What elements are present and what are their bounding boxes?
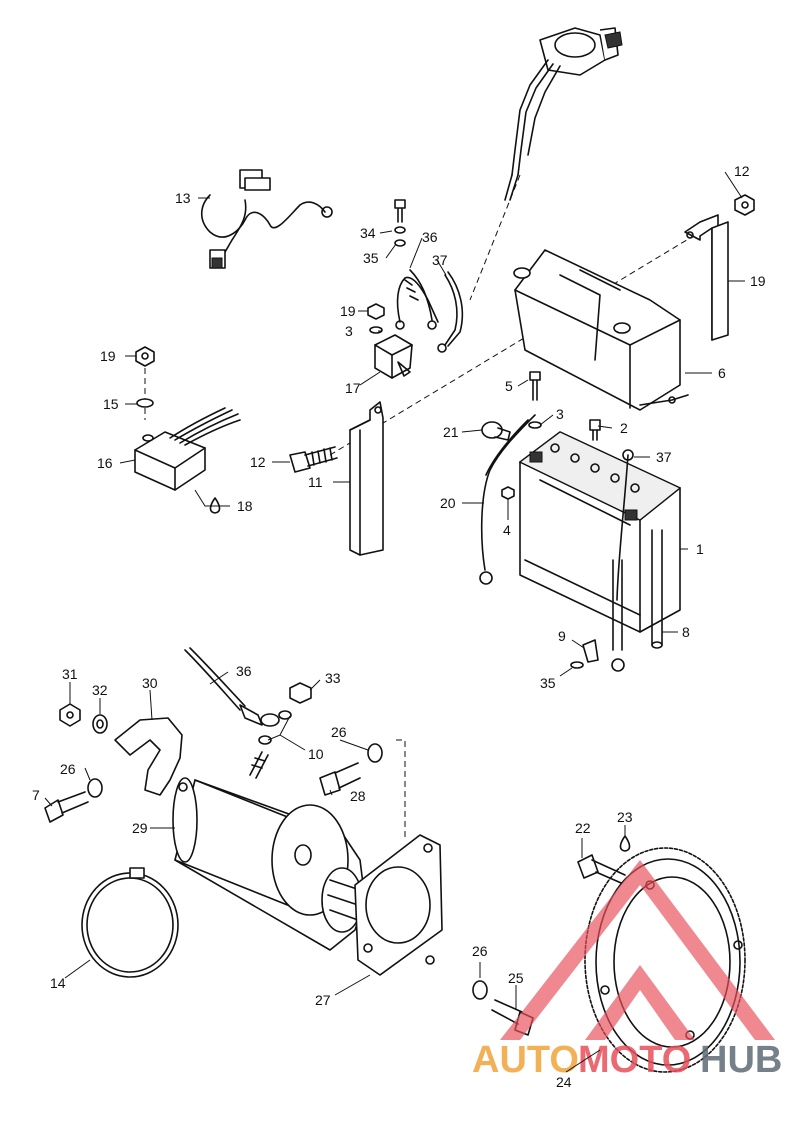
starter-motor [172,751,366,951]
washer-26-top [367,743,383,763]
flywheel-bolt [577,835,631,887]
callout-4: 4 [503,522,511,538]
leader-lines [44,171,745,1073]
callout-37-upper: 37 [432,252,448,268]
callout-9: 9 [558,628,566,644]
callout-22: 22 [575,820,591,836]
screw-5 [528,371,542,429]
callout-11: 11 [308,474,323,490]
callout-17: 17 [345,380,361,396]
callout-10: 10 [308,746,324,762]
callout-3-right: 3 [556,406,564,422]
callout-7: 7 [32,787,40,803]
callout-14: 14 [50,975,66,991]
positive-cable [611,449,634,672]
callout-32: 32 [92,682,108,698]
callout-35-upper: 35 [363,250,379,266]
callout-36-lower: 36 [236,663,252,679]
terminal-bolt-2 [589,419,601,441]
bolt-34-stack [394,199,406,247]
battery-box [513,249,689,411]
callout-16: 16 [97,455,113,471]
callout-23: 23 [617,809,633,825]
callout-24: 24 [556,1074,572,1090]
battery [518,431,682,633]
callout-19-upper: 19 [340,303,356,319]
callout-numbers: 1 2 3 3 4 5 6 7 8 9 10 11 12 12 13 14 15… [32,163,766,1090]
callout-8: 8 [682,624,690,640]
callout-29: 29 [132,820,148,836]
callout-34: 34 [360,225,376,241]
callout-37-lower: 37 [656,449,672,465]
callout-35-lower: 35 [540,675,556,691]
cable-clamp [481,421,511,441]
battery-strap-bracket [684,214,729,341]
watermark-text-auto: AUTO [472,1039,579,1081]
starter-cable [184,647,292,745]
vent-tube [651,529,663,649]
wire-harness-13 [200,169,333,269]
callout-33: 33 [325,670,341,686]
callout-21: 21 [443,424,459,440]
callout-30: 30 [142,675,158,691]
bolt-7 [44,778,103,823]
starter-relay [374,334,413,379]
callout-26-bottom: 26 [472,943,488,959]
watermark-logo: AUTO MOTO HUB [472,860,782,1081]
callout-25: 25 [508,970,524,986]
cable-tie [81,867,179,978]
callout-12-right: 12 [734,163,750,179]
nut-19-left [135,346,155,408]
callout-26-top: 26 [331,724,347,740]
ring-gear [584,847,746,1073]
callout-28: 28 [350,788,366,804]
watermark-text-hub: HUB [700,1039,782,1081]
callout-3-left: 3 [345,323,353,339]
rectifier-module [134,407,241,491]
callout-12-left: 12 [250,454,266,470]
callout-19-right: 19 [750,273,766,289]
bolt-28 [319,762,361,796]
battery-strap-lower [349,401,384,556]
starter-bracket [354,834,443,976]
callout-2: 2 [620,420,628,436]
callout-20: 20 [440,495,456,511]
callout-1: 1 [696,541,704,557]
clip-9 [570,639,599,669]
callout-19-left: 19 [100,348,116,364]
callout-36-upper: 36 [422,229,438,245]
callout-15: 15 [103,396,119,412]
ignition-switch [504,27,623,201]
nut-19-upper [367,303,385,334]
callout-26-left: 26 [60,761,76,777]
nut-upper [734,194,755,216]
hex-bolt-12 [289,446,338,473]
callout-18: 18 [237,498,253,514]
callout-6: 6 [718,365,726,381]
callout-27: 27 [315,992,331,1008]
watermark-text-moto: MOTO [578,1039,691,1081]
callout-31: 31 [62,666,78,682]
heat-shield [114,717,183,796]
negative-cable [479,414,536,585]
terminal-nut-4 [501,486,515,500]
callout-5: 5 [505,378,513,394]
callout-13: 13 [175,190,191,206]
upper-cables [395,269,464,353]
nut-33 [289,682,312,704]
